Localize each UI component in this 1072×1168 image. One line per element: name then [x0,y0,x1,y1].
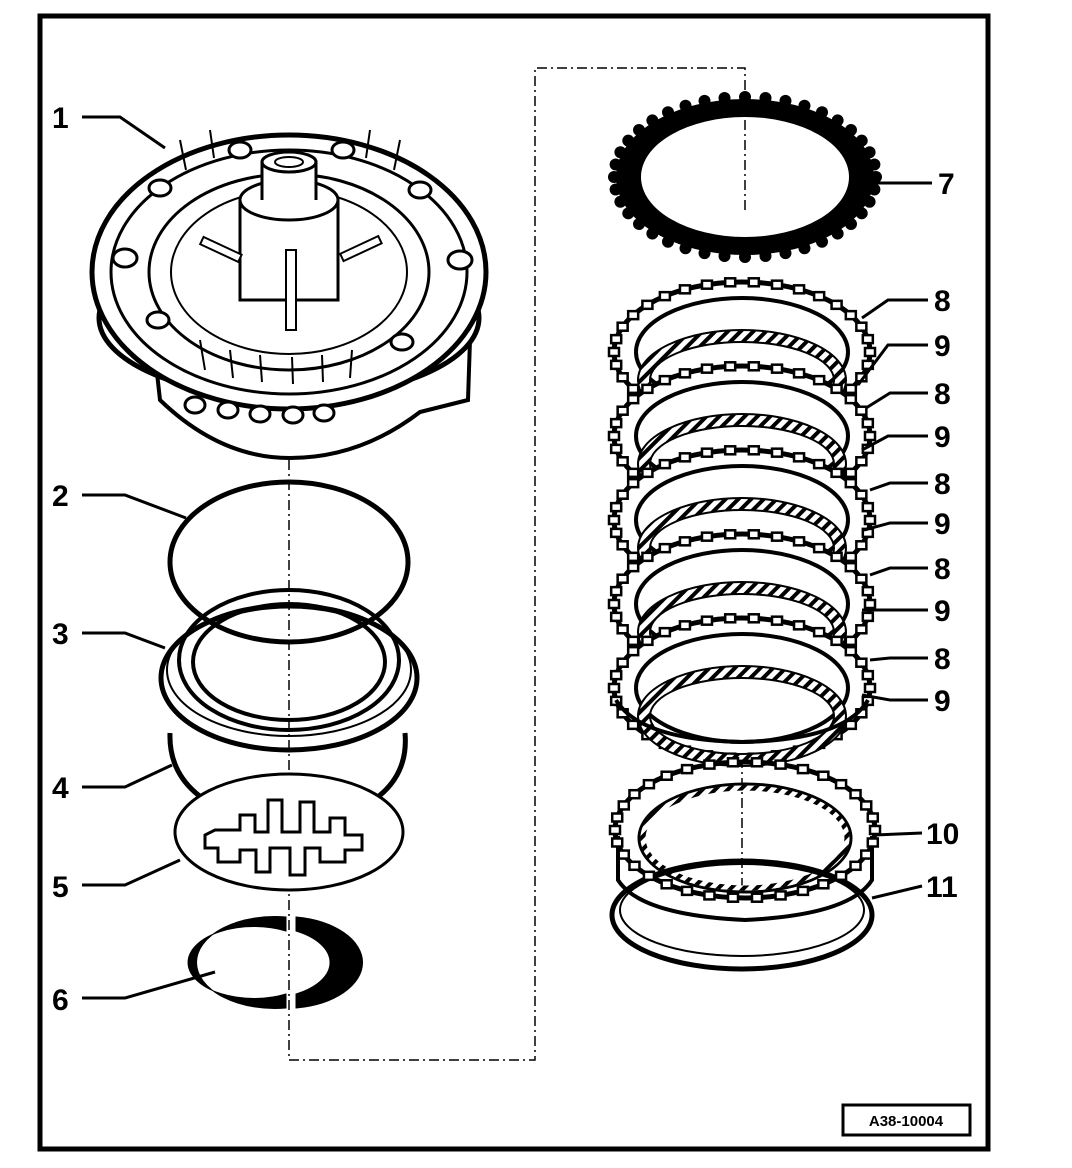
leader-lines [82,115,932,1000]
callout-labels: 1 2 3 4 5 6 7 8 9 8 9 8 9 8 9 8 9 10 11 [52,102,959,1017]
assembly-centerline [288,67,746,1061]
callout-8: 8 [934,553,951,586]
diagram-frame [37,13,991,1152]
callout-9: 9 [934,421,951,454]
callout-9: 9 [934,508,951,541]
pump-housing-part [89,129,489,461]
callout-10: 10 [926,818,959,851]
callout-9: 9 [934,330,951,363]
callout-5: 5 [52,871,69,904]
callout-7: 7 [938,168,955,201]
callout-9: 9 [934,595,951,628]
callout-3: 3 [52,618,69,651]
callout-1: 1 [52,102,69,135]
pressure-plate-teeth [608,757,882,903]
callout-4: 4 [52,772,69,805]
callout-8: 8 [934,643,951,676]
figure-id: A38-10004 [869,1113,944,1130]
figure-reference-box: A38-10004 [841,1103,972,1137]
callout-2: 2 [52,480,69,513]
stack-bottom-edge [614,698,870,745]
o-ring-part [167,479,411,645]
callout-9: 9 [934,685,951,718]
callout-11: 11 [926,871,958,904]
piston-part [158,588,420,753]
clutch-plate-stack [607,277,877,767]
callout-6: 6 [52,984,69,1017]
callout-8: 8 [934,285,951,318]
circlip-part [187,916,363,1009]
callout-8: 8 [934,468,951,501]
disc-teeth [608,91,882,263]
snap-ring-part [609,858,875,972]
callout-8: 8 [934,378,951,411]
diaphragm-spring-part [173,772,405,892]
